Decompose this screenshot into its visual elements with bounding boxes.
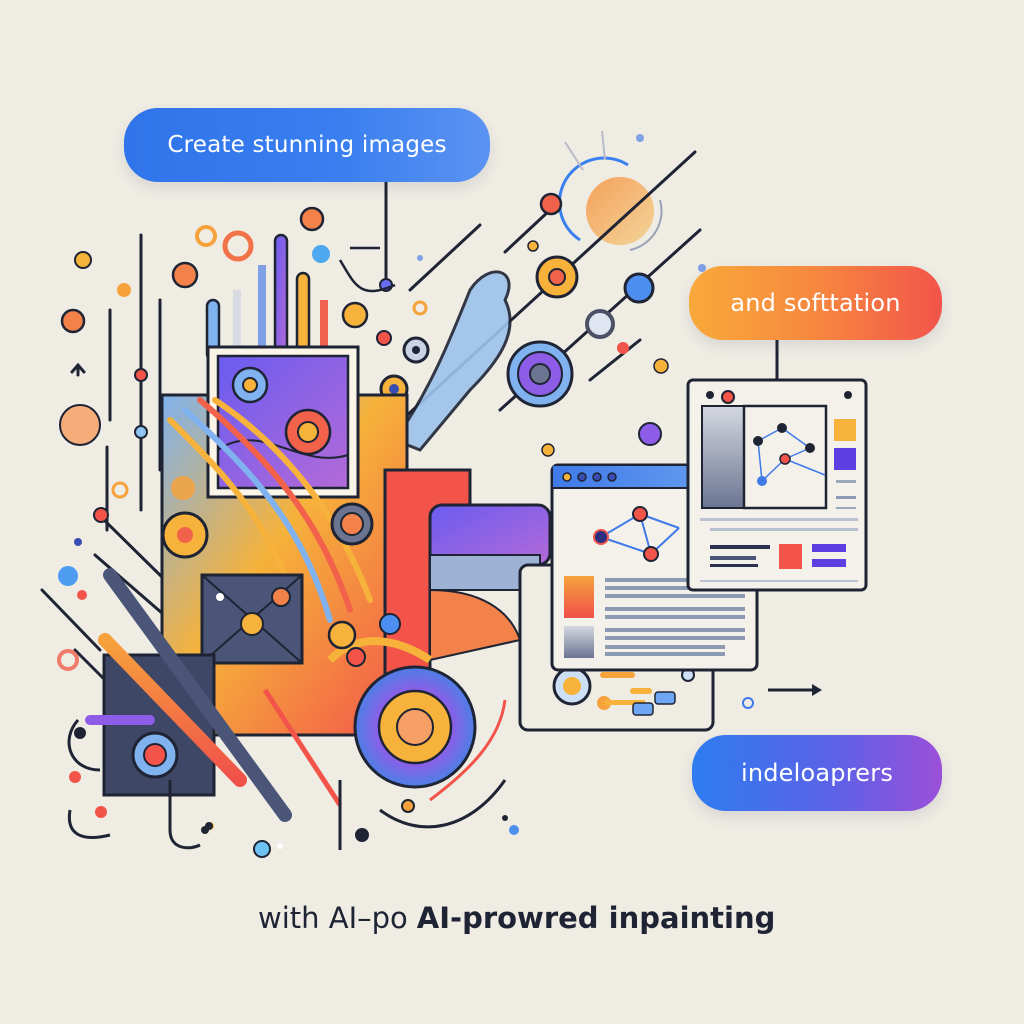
developers-label: indeloaprers [692,735,942,811]
browser-window-front [686,378,868,592]
tagline-prefix: with AI–po [258,901,408,935]
tagline-emphasis: AI-prowred inpainting [416,901,776,935]
software-label-text: and softtation [730,289,901,317]
create-label-text: Create stunning images [167,132,447,158]
right-arrow-icon [768,684,822,696]
tagline: with AI–po AI-prowred inpainting [258,893,838,943]
orange-toggle-dot [59,404,101,446]
create-stunning-images-label: Create stunning images [124,108,490,182]
software-label: and softtation [689,266,942,340]
developers-label-text: indeloaprers [740,759,894,787]
